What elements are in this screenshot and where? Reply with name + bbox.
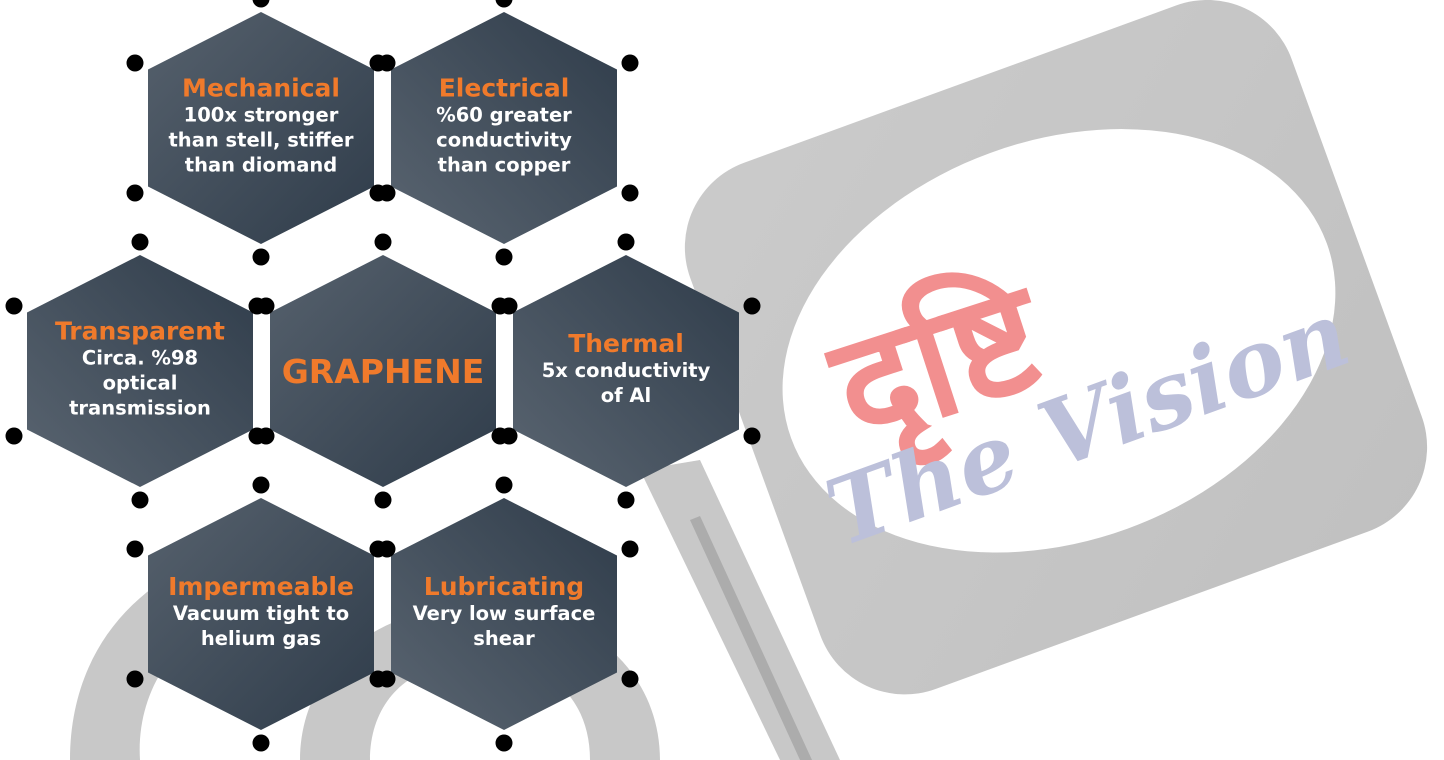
watermark-badge xyxy=(684,0,1428,695)
lattice-node-dot xyxy=(252,0,270,8)
lattice-node-dot xyxy=(374,491,392,509)
lattice-node-dot xyxy=(126,670,144,688)
lattice-node-dot xyxy=(126,54,144,72)
lattice-node-dot xyxy=(495,0,513,8)
lattice-node-dot xyxy=(5,427,23,445)
property-description-line: of Al xyxy=(601,384,651,407)
property-description-line: transmission xyxy=(69,397,211,420)
property-description-line: helium gas xyxy=(201,627,321,650)
property-title: Electrical xyxy=(439,74,570,103)
property-title: Thermal xyxy=(568,329,684,358)
property-description-line: than copper xyxy=(438,154,571,177)
lattice-node-dot xyxy=(369,54,387,72)
hexagon-property xyxy=(391,498,617,730)
lattice-node-dot xyxy=(621,184,639,202)
property-description-line: %60 greater xyxy=(436,104,572,127)
lattice-node-dot xyxy=(621,540,639,558)
property-description-line: shear xyxy=(473,627,535,650)
lattice-node-dot xyxy=(621,670,639,688)
property-description-line: than diomand xyxy=(185,154,337,177)
lattice-node-dot xyxy=(131,233,149,251)
hexagon-grid xyxy=(27,12,739,730)
property-title: Impermeable xyxy=(168,572,354,601)
lattice-node-dot xyxy=(617,491,635,509)
hexagon-property xyxy=(391,12,617,244)
lattice-node-dot xyxy=(126,184,144,202)
property-description-line: 5x conductivity xyxy=(542,359,711,382)
hexagon-property xyxy=(148,12,374,244)
lattice-node-dot xyxy=(369,184,387,202)
lattice-node-dot xyxy=(5,297,23,315)
property-description-line: conductivity xyxy=(436,129,572,152)
hexagon-property xyxy=(513,255,739,487)
lattice-node-dot xyxy=(743,297,761,315)
lattice-node-dot xyxy=(491,297,509,315)
property-description-line: optical xyxy=(103,372,178,395)
center-title: GRAPHENE xyxy=(282,352,485,391)
watermark-logo: दृष्टि The Vision xyxy=(70,0,1428,760)
lattice-node-dot xyxy=(491,427,509,445)
lattice-node-dot xyxy=(495,734,513,752)
lattice-node-dot xyxy=(131,491,149,509)
lattice-node-dot xyxy=(369,540,387,558)
lattice-node-dot xyxy=(369,670,387,688)
lattice-node-dot xyxy=(248,427,266,445)
property-title: Transparent xyxy=(55,317,225,346)
lattice-node-dot xyxy=(248,297,266,315)
lattice-node-dot xyxy=(495,476,513,494)
watermark-stripe-dark xyxy=(690,516,812,760)
lattice-node-dot xyxy=(374,233,392,251)
hexagon-center xyxy=(270,255,496,487)
property-description-line: than stell, stiffer xyxy=(168,129,353,152)
property-title: Lubricating xyxy=(424,572,584,601)
lattice-node-dot xyxy=(252,476,270,494)
lattice-node-dot xyxy=(617,233,635,251)
lattice-node-dot xyxy=(621,54,639,72)
lattice-node-dot xyxy=(743,427,761,445)
lattice-node-dot xyxy=(252,248,270,266)
lattice-node-dot xyxy=(495,248,513,266)
property-description-line: Vacuum tight to xyxy=(173,602,349,625)
property-title: Mechanical xyxy=(182,74,340,103)
property-description-line: Circa. %98 xyxy=(82,347,198,370)
lattice-nodes xyxy=(5,0,761,752)
lattice-node-dot xyxy=(252,734,270,752)
property-description-line: 100x stronger xyxy=(184,104,339,127)
hexagon-property xyxy=(27,255,253,487)
hexagon-property xyxy=(148,498,374,730)
lattice-node-dot xyxy=(126,540,144,558)
property-description-line: Very low surface xyxy=(413,602,596,625)
